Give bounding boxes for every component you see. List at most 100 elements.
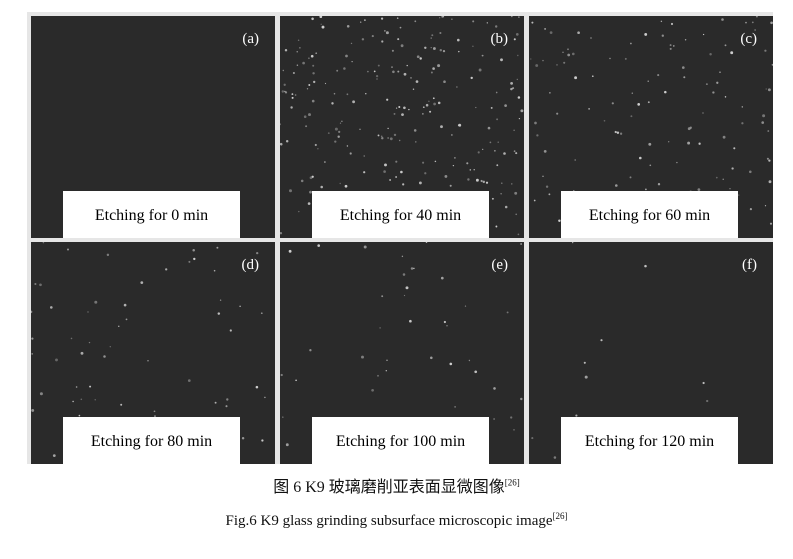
- defect-speck: [308, 113, 311, 117]
- defect-speck: [664, 90, 667, 94]
- defect-speck: [520, 109, 524, 113]
- defect-speck: [400, 44, 404, 48]
- defect-speck: [302, 61, 305, 65]
- defect-speck: [449, 362, 453, 366]
- defect-speck: [403, 106, 406, 110]
- defect-speck: [309, 349, 312, 352]
- defect-speck: [297, 39, 300, 42]
- defect-speck: [422, 106, 425, 109]
- caption-box: Etching for 80 min: [63, 417, 240, 464]
- panel-e: (e) Etching for 100 min: [280, 242, 524, 464]
- defect-speck: [280, 123, 282, 126]
- defect-speck: [603, 119, 606, 122]
- figure-title-en: Fig.6 K9 glass grinding subsurface micro…: [0, 512, 793, 530]
- defect-speck: [731, 167, 734, 170]
- defect-speck: [406, 64, 408, 67]
- defect-speck: [470, 76, 473, 80]
- defect-speck: [320, 23, 322, 25]
- defect-speck: [384, 30, 386, 32]
- defect-speck: [324, 82, 327, 85]
- defect-speck: [256, 251, 259, 255]
- defect-speck: [296, 51, 298, 53]
- defect-speck: [393, 112, 396, 115]
- defect-speck: [768, 159, 771, 162]
- defect-speck: [385, 31, 389, 35]
- defect-speck: [738, 194, 740, 196]
- defect-speck: [611, 102, 614, 105]
- defect-speck: [188, 260, 191, 263]
- defect-speck: [425, 242, 428, 243]
- defect-speck: [689, 126, 692, 129]
- defect-speck: [346, 145, 349, 147]
- defect-speck: [283, 83, 286, 86]
- defect-speck: [380, 17, 384, 20]
- defect-speck: [501, 182, 503, 184]
- defect-speck: [631, 92, 633, 94]
- defect-speck: [399, 139, 401, 142]
- defect-speck: [698, 142, 701, 145]
- defect-speck: [290, 106, 293, 109]
- defect-speck: [442, 50, 446, 53]
- defect-speck: [504, 104, 507, 107]
- defect-speck: [395, 160, 398, 163]
- defect-speck: [467, 178, 470, 181]
- defect-speck: [553, 456, 557, 459]
- defect-speck: [389, 137, 393, 141]
- defect-speck: [373, 70, 376, 73]
- defect-speck: [724, 44, 727, 47]
- defect-speck: [397, 38, 400, 41]
- defect-speck: [437, 64, 441, 68]
- defect-speck: [486, 22, 488, 24]
- defect-speck: [419, 57, 422, 60]
- defect-speck: [430, 46, 432, 49]
- defect-speck: [542, 59, 544, 62]
- defect-speck: [542, 175, 544, 178]
- defect-speck: [437, 101, 441, 105]
- defect-speck: [55, 358, 58, 362]
- defect-speck: [517, 96, 521, 99]
- defect-speck: [429, 110, 432, 113]
- defect-speck: [415, 80, 419, 83]
- defect-speck: [657, 183, 661, 186]
- defect-speck: [282, 416, 284, 418]
- panel-label: (d): [241, 257, 260, 273]
- figure-title-en-text: Fig.6 K9 glass grinding subsurface micro…: [225, 513, 553, 529]
- defect-speck: [572, 52, 575, 56]
- defect-speck: [512, 87, 515, 90]
- defect-speck: [311, 99, 315, 103]
- defect-speck: [510, 416, 513, 419]
- defect-speck: [637, 103, 641, 106]
- panel-label: (b): [490, 31, 509, 47]
- defect-speck: [339, 182, 341, 185]
- defect-speck: [385, 370, 387, 372]
- defect-speck: [482, 148, 484, 151]
- defect-speck: [513, 150, 516, 153]
- defect-speck: [697, 188, 701, 191]
- defect-speck: [515, 33, 519, 36]
- defect-speck: [396, 17, 399, 19]
- defect-speck: [334, 140, 337, 143]
- defect-speck: [291, 96, 294, 99]
- defect-speck: [109, 345, 112, 348]
- figure-title-zh: 图 6 K9 玻璃磨削亚表面显微图像[26]: [0, 473, 793, 497]
- defect-speck: [649, 164, 652, 167]
- defect-speck: [80, 351, 84, 355]
- defect-speck: [387, 127, 389, 130]
- defect-speck: [31, 408, 35, 412]
- defect-speck: [452, 164, 455, 167]
- defect-speck: [284, 49, 288, 52]
- defect-speck: [510, 87, 513, 91]
- defect-speck: [338, 130, 341, 134]
- defect-speck: [672, 45, 675, 47]
- defect-speck: [345, 54, 348, 58]
- defect-speck: [624, 57, 627, 60]
- defect-speck: [657, 74, 660, 77]
- defect-speck: [31, 337, 34, 340]
- panel-f: (f) Etching for 120 min: [529, 242, 773, 464]
- defect-speck: [767, 88, 771, 92]
- defect-speck: [416, 55, 420, 59]
- defect-speck: [226, 398, 229, 401]
- defect-speck: [503, 152, 506, 155]
- defect-speck: [72, 400, 74, 403]
- defect-speck: [430, 356, 433, 360]
